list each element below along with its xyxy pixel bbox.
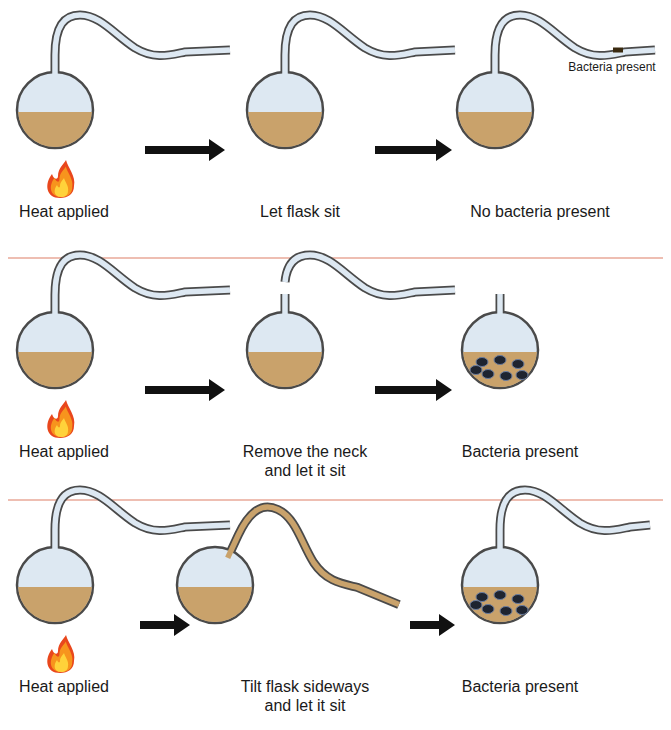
neck-glass: [228, 499, 414, 632]
bacteria-colony: [516, 606, 528, 615]
flask: [247, 255, 455, 388]
broth: [458, 112, 532, 147]
bacteria-colony: [500, 607, 512, 616]
neck-glass: [285, 255, 455, 296]
flask-body: [462, 312, 538, 388]
broth: [178, 587, 252, 622]
step-arrow: [410, 614, 455, 636]
neck-outline: [55, 15, 230, 80]
step-caption: Bacteria present: [435, 442, 605, 461]
flask-body: [462, 547, 538, 623]
bacteria-colony: [476, 593, 488, 602]
neck-glass: [282, 294, 288, 320]
flask-body: [177, 547, 253, 623]
flask: [457, 15, 655, 148]
flask: [462, 294, 538, 388]
flask-body: [17, 547, 93, 623]
neck-outline: [500, 490, 650, 555]
trapped-bacteria: [613, 48, 623, 53]
neck-outline: [55, 255, 230, 320]
step-arrow: [375, 139, 452, 161]
neck-outline: [285, 15, 455, 80]
flask-body: [247, 72, 323, 148]
flame: [47, 635, 74, 673]
flask-body: [17, 312, 93, 388]
flask-body: [247, 312, 323, 388]
neck-glass: [55, 255, 230, 320]
bacteria-colony: [470, 366, 482, 375]
flask: [17, 15, 230, 148]
broth: [248, 352, 322, 387]
neck-glass: [497, 294, 503, 320]
callout-label: Bacteria present: [564, 60, 660, 74]
flame: [47, 400, 74, 438]
flask-body: [457, 72, 533, 148]
neck-outline: [228, 499, 414, 632]
step-caption: Heat applied: [4, 202, 124, 221]
step-caption: Heat applied: [4, 677, 124, 696]
step-arrow: [145, 139, 225, 161]
step-arrow: [145, 379, 225, 401]
row-separator: [8, 257, 663, 259]
bacteria-colony: [470, 601, 482, 610]
neck-glass: [55, 15, 230, 80]
flask: [247, 15, 455, 148]
step-caption: No bacteria present: [445, 202, 635, 221]
step-caption: Remove the neck and let it sit: [235, 442, 375, 480]
bacteria-colony: [512, 595, 524, 604]
bacteria-colony: [494, 356, 506, 365]
neck-glass: [500, 490, 650, 555]
neck-glass: [55, 490, 230, 555]
bacteria-colony: [500, 372, 512, 381]
flask-body: [17, 72, 93, 148]
broth: [463, 352, 537, 387]
step-caption: Tilt flask sideways and let it sit: [228, 677, 383, 715]
flask: [177, 499, 414, 632]
broth: [463, 587, 537, 622]
step-arrow: [375, 379, 452, 401]
step-caption: Let flask sit: [230, 202, 370, 221]
broth: [248, 112, 322, 147]
bacteria-colony: [512, 360, 524, 369]
bacteria-colony: [476, 358, 488, 367]
step-caption: Heat applied: [4, 442, 124, 461]
broth: [18, 352, 92, 387]
neck-outline: [55, 490, 230, 555]
bacteria-colony: [516, 371, 528, 380]
bacteria-colony: [494, 591, 506, 600]
broth: [18, 112, 92, 147]
broth: [18, 587, 92, 622]
flask: [462, 490, 650, 623]
flame: [47, 160, 74, 198]
step-arrow: [140, 614, 190, 636]
neck-glass: [285, 15, 455, 80]
flask: [17, 255, 230, 388]
bacteria-colony: [482, 370, 494, 379]
step-caption: Bacteria present: [435, 677, 605, 696]
neck-outline: [285, 255, 455, 296]
bacteria-colony: [482, 605, 494, 614]
